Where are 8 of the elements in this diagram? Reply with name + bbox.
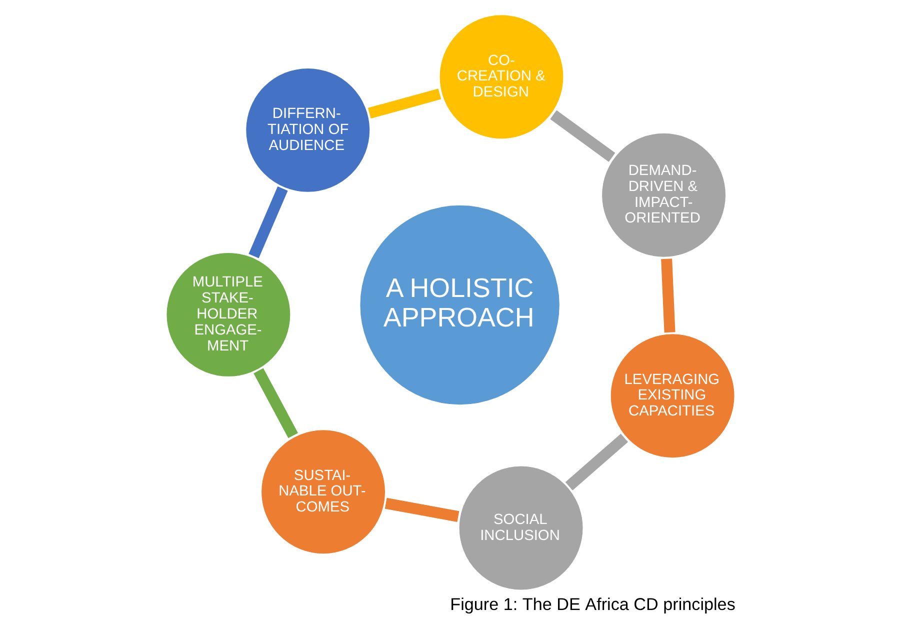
connector	[661, 258, 676, 333]
connector	[254, 368, 298, 438]
connector	[248, 186, 288, 258]
caption: Figure 1: The DE Africa CD principles	[450, 595, 736, 614]
connector	[384, 498, 460, 522]
connector	[368, 88, 442, 119]
connector	[550, 110, 616, 162]
connector	[565, 434, 628, 490]
